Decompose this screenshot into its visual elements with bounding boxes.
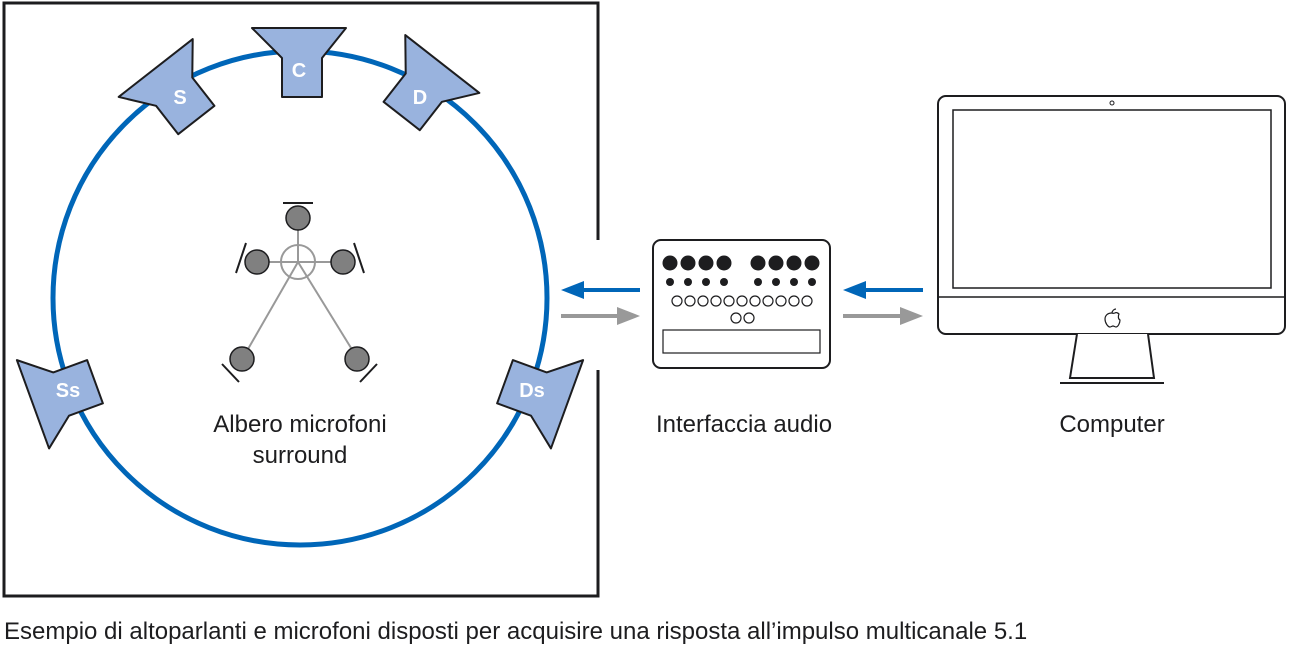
mic-tree-label-line1: Albero microfoni [213,411,386,438]
speaker-center: C [251,27,347,98]
mic-tree-label-line2: surround [253,442,348,469]
speaker-left-surround [15,359,104,450]
speaker-left [117,38,216,136]
speaker-center-label: C [292,60,306,82]
mic-tree [243,218,357,357]
speaker-right-surround [496,359,585,450]
arrow-from-interface [843,307,923,325]
figure-caption: Esempio di altoparlanti e microfoni disp… [4,618,1028,645]
mic-capsules [229,205,370,372]
interface-jacks [671,295,813,324]
speaker-left-label: S [173,87,186,109]
speaker-left-surround-label: Ss [56,380,80,402]
arrow-to-interface [843,281,923,299]
speaker-right-surround-label: Ds [519,380,545,402]
apple-logo-icon [1104,308,1121,328]
audio-interface-device [652,239,831,369]
arrow-from-room [561,307,640,325]
speaker-right-label: D [413,87,427,109]
room-outline [2,1,600,598]
computer-monitor [937,95,1286,384]
speaker-circle [50,48,550,548]
speaker-right [382,34,481,132]
computer-label: Computer [1059,411,1164,438]
mic-capsule-ticks [221,202,378,383]
audio-interface-label: Interfaccia audio [656,411,832,438]
interface-knobs [662,255,820,286]
arrow-to-room [561,281,640,299]
